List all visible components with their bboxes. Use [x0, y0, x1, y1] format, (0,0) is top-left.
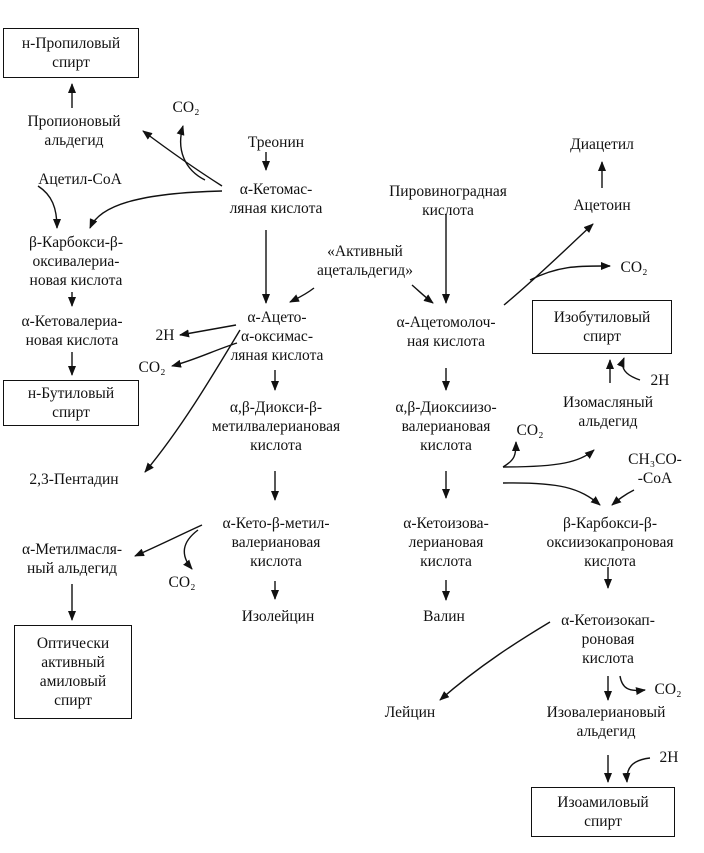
ketobutyric-label: α-Кетомас- ляная кислота	[229, 181, 323, 217]
pentadione-label: 2,3-Пентадин	[29, 471, 119, 488]
diacetyl-label: Диацетил	[570, 136, 634, 153]
carboxy-hydroxyvaleric-label: β-Карбокси-β- оксивалериа- новая кислота	[29, 234, 123, 289]
arrow-active-acetaldehyde-left	[289, 287, 315, 303]
arrow-acetylcoa-to-carboxy-isocaproic	[611, 489, 635, 506]
ketoisocaproic-label: α-Кетоизокап- роновая кислота	[561, 612, 655, 667]
acetyl-coa-label: Ацетил-CoA	[38, 171, 122, 188]
co2-label-6: CO₂	[654, 681, 682, 698]
isovaleraldehyde-label: Изовалериановый альдегид	[546, 704, 666, 740]
arrow-co2-release-4	[502, 441, 520, 468]
leucine-label: Лейцин	[384, 704, 436, 721]
isobutyraldehyde-label: Изомасляный альдегид	[562, 394, 654, 430]
ch3co-coa-label: CH₃CO- -CoA	[628, 451, 682, 487]
valine-label: Валин	[423, 608, 465, 625]
h2-label-3: 2H	[659, 749, 679, 766]
ketovaleric-label: α-Кетовалериа- новая кислота	[21, 313, 123, 349]
co2-label-4: CO₂	[516, 422, 544, 439]
arrow-ketobutyric-to-carboxy	[89, 190, 223, 229]
arrow-dihydroxyisovaleric-to-isobutyraldehyde	[502, 449, 595, 468]
arrow-ketobutyric-to-propionaldehyde	[142, 130, 223, 187]
arrow-ketoisocaproic-to-leucine	[439, 621, 551, 701]
arrow-2h-uptake-1	[616, 357, 641, 381]
pyruvic-label: Пировиноградная кислота	[389, 183, 507, 219]
arrow-co2-release-6	[619, 675, 646, 696]
isoamyl-alcohol-box: Изоамиловый спирт	[531, 787, 675, 837]
arrow-keto-methylvaleric-to-methylbutyraldehyde	[134, 524, 203, 557]
arrow-active-acetaldehyde-right	[411, 284, 434, 304]
arrow-co2-release-3	[529, 261, 611, 281]
propionaldehyde-label: Пропионовый альдегид	[27, 113, 121, 149]
co2-label-5: CO₂	[168, 574, 196, 591]
co2-label-1: CO₂	[172, 99, 200, 116]
threonine-label: Треонин	[247, 134, 305, 151]
arrow-acetylcoa-to-carboxy	[37, 185, 61, 229]
h2-label-1: 2H	[155, 327, 175, 344]
isoleucine-label: Изолейцин	[241, 608, 315, 625]
co2-label-3: CO₂	[620, 259, 648, 276]
co2-label-2: CO₂	[138, 359, 166, 376]
butyl-alcohol-box: н-Бутиловый спирт	[3, 380, 139, 426]
dihydroxyisovaleric-label: α,β-Диоксиизо- валериановая кислота	[395, 399, 497, 454]
acetolactic-label: α-Ацетомолоч- ная кислота	[396, 314, 496, 350]
arrow-ketoisovaleric-to-carboxy-isocaproic	[502, 482, 601, 506]
arrow-co2-release-5	[183, 529, 199, 570]
ketoisovaleric-label: α-Кетоизова- лериановая кислота	[403, 515, 489, 570]
arrow-2h-uptake-3	[622, 757, 651, 783]
isobutyl-alcohol-box: Изобутиловый спирт	[532, 300, 672, 354]
propyl-alcohol-box: н-Пропиловый спирт	[3, 28, 139, 78]
amyl-alcohol-box: Оптически активный амиловый спирт	[14, 625, 132, 719]
dihydroxymethylvaleric-label: α,β-Диокси-β- метилвалериановая кислота	[211, 399, 341, 454]
carboxy-hydroxyisocaproic-label: β-Карбокси-β- оксиизокапроновая кислота	[546, 515, 674, 570]
h2-label-2: 2H	[650, 372, 670, 389]
acetohydroxybutyric-label: α-Ацето- α-оксимас- ляная кислота	[230, 309, 324, 364]
acetoin-label: Ацетоин	[573, 197, 631, 214]
active-acetaldehyde-label: «Активный ацетальдегид»	[317, 243, 413, 279]
arrow-co2-release-1	[176, 125, 206, 181]
keto-methylvaleric-label: α-Кето-β-метил- валериановая кислота	[222, 515, 330, 570]
arrow-acetolactic-to-acetoin	[503, 223, 594, 306]
methylbutyraldehyde-label: α-Метилмасля- ный альдегид	[21, 541, 123, 577]
arrow-2h-release-1	[179, 324, 237, 338]
arrow-co2-release-2	[171, 342, 238, 368]
